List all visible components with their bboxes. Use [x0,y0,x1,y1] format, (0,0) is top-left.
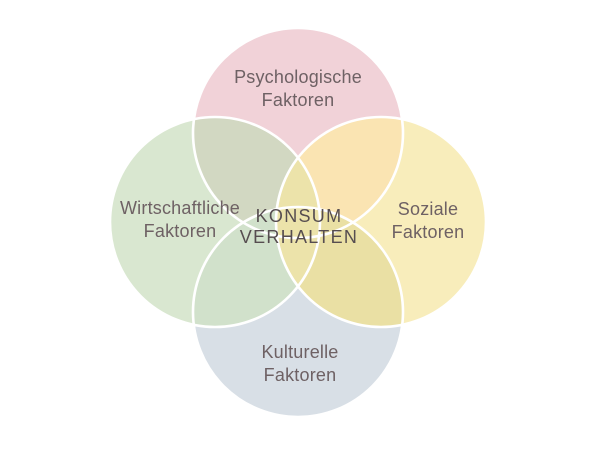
label-line: Soziale [397,199,459,219]
outline-soziale [274,115,488,329]
center-title-line: VERHALTEN [239,227,359,248]
label-line: Wirtschaftliche [119,198,241,218]
label-line: Kulturelle [261,342,339,362]
circle-outlines [108,26,488,419]
center-title-line: KONSUM [255,206,343,226]
label-line: Faktoren [143,221,217,242]
outline-psychologische [191,26,405,240]
label-line: Psychologische [234,67,362,87]
outline-wirtschaftliche [108,115,322,329]
label-line: Faktoren [263,365,337,386]
outline-kulturelle [191,205,405,419]
label-line: Faktoren [261,90,335,111]
label-wirtschaftliche-faktoren: Wirtschaftliche Faktoren [80,197,280,244]
label-psychologische-faktoren: Psychologische Faktoren [198,66,398,113]
label-line: Faktoren [391,222,465,243]
center-title-konsumverhalten: KONSUM VERHALTEN [199,206,399,248]
label-kulturelle-faktoren: Kulturelle Faktoren [200,341,400,388]
label-soziale-faktoren: Soziale Faktoren [328,198,528,245]
